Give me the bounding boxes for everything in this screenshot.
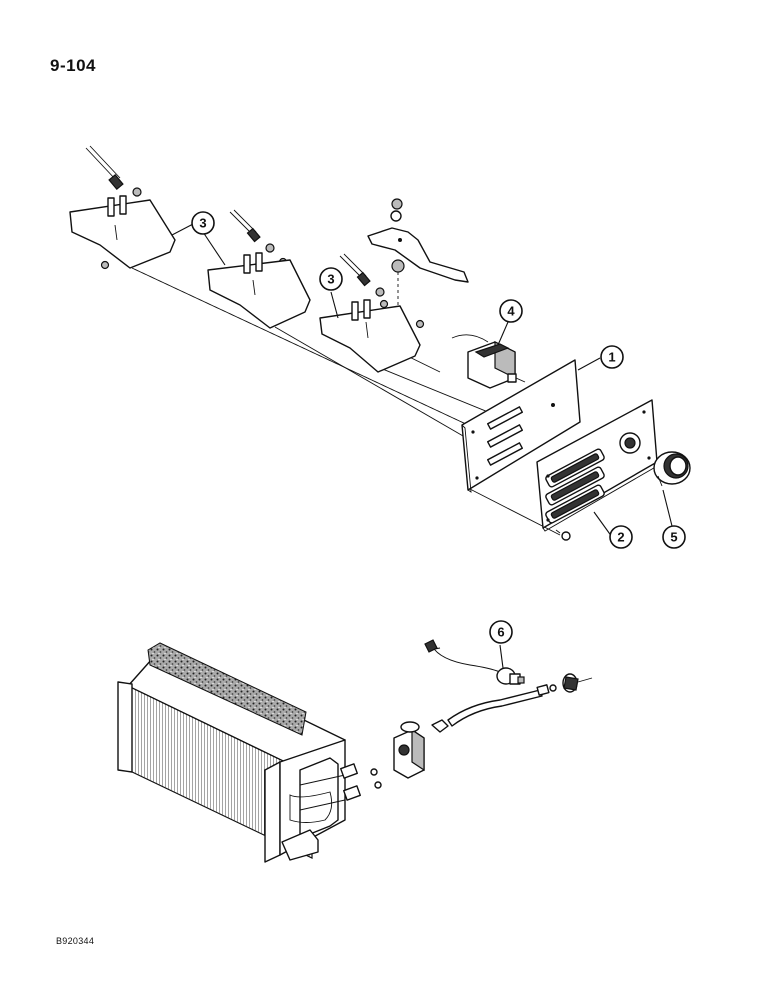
- callout-3b: 3: [319, 267, 343, 291]
- callout-label-6: 6: [497, 625, 504, 640]
- thermostat-sensor: [424, 639, 525, 685]
- callout-5: 5: [662, 525, 686, 549]
- refrigerant-line: [447, 673, 593, 727]
- callout-label-3a: 3: [199, 216, 206, 231]
- callout-3a: 3: [191, 211, 215, 235]
- bezel-plate: [536, 399, 660, 532]
- switch-assembly: [451, 334, 526, 389]
- callout-label-5: 5: [670, 530, 677, 545]
- callout-label-2: 2: [617, 530, 624, 545]
- leader-lines: [171, 222, 673, 669]
- expansion-valve: [340, 719, 449, 801]
- rear-panel: [461, 359, 581, 493]
- panel-screw: [555, 529, 571, 541]
- mounting-bracket-left: [69, 145, 176, 270]
- mounting-bracket-right: [319, 253, 425, 373]
- callout-label-3b: 3: [327, 272, 334, 287]
- mounting-bracket-middle: [207, 209, 311, 329]
- callout-4: 4: [499, 299, 523, 323]
- control-knob: [653, 451, 691, 487]
- evaporator-core: [117, 642, 346, 863]
- page-number: 9-104: [50, 56, 96, 75]
- callout-label-4: 4: [507, 304, 515, 319]
- callout-label-1: 1: [608, 350, 615, 365]
- control-lever: [367, 198, 469, 305]
- callout-1: 1: [600, 345, 624, 369]
- callout-2: 2: [609, 525, 633, 549]
- figure-code: B920344: [56, 936, 95, 946]
- alignment-lines: [131, 267, 561, 536]
- callout-6: 6: [489, 620, 513, 644]
